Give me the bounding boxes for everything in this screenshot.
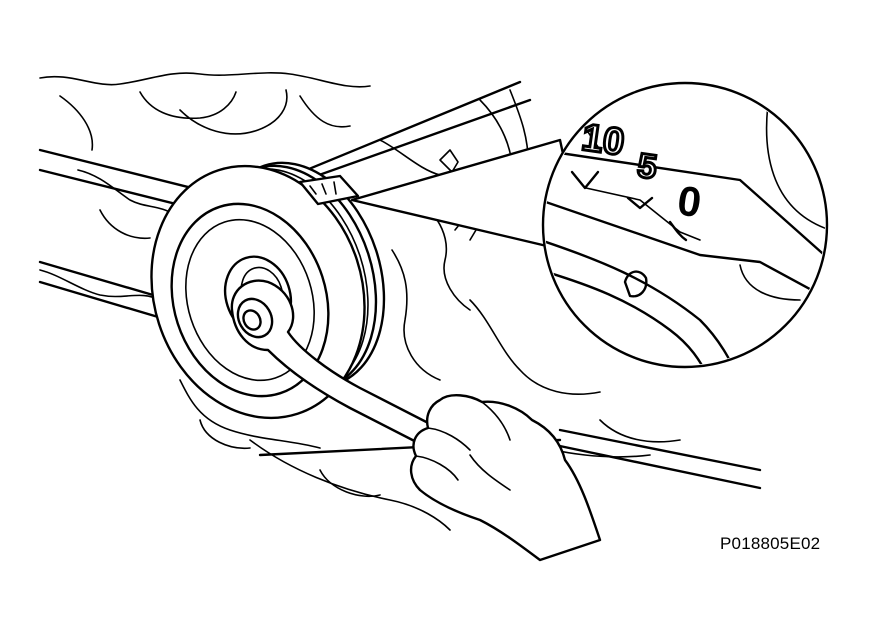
magnified-timing-scale: 10 5 0 xyxy=(541,81,829,369)
figure-code: P018805E02 xyxy=(720,534,821,553)
hand xyxy=(409,394,602,562)
scale-label-10: 10 xyxy=(579,117,627,164)
socket-wrench xyxy=(230,279,440,452)
